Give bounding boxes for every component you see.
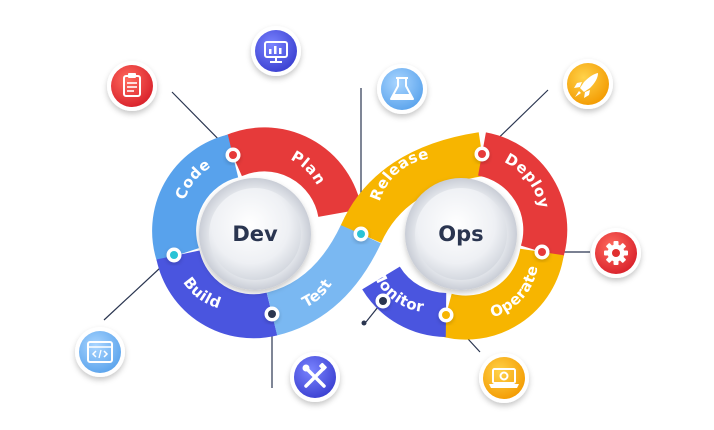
segment-operate xyxy=(440,247,564,340)
gear-icon xyxy=(591,228,641,278)
flask-icon xyxy=(377,64,427,114)
segment-build xyxy=(156,249,278,339)
monitor-chart-icon xyxy=(251,26,301,76)
clipboard-icon xyxy=(107,61,157,111)
rocket-icon xyxy=(563,59,613,109)
infinity-loop xyxy=(152,127,568,340)
segment-code xyxy=(152,134,240,262)
hub-label-ops: Ops xyxy=(438,222,483,246)
tools-icon xyxy=(290,352,340,402)
segment-deploy xyxy=(477,132,568,259)
connector-dots xyxy=(166,146,550,326)
segment-monitor xyxy=(362,265,448,337)
segment-release xyxy=(340,132,486,244)
hub-dev: Dev xyxy=(199,178,311,290)
segment-test xyxy=(266,224,381,336)
laptop-gear-icon xyxy=(479,353,529,403)
code-document-icon xyxy=(75,327,125,377)
segment-plan xyxy=(224,127,362,218)
hub-label-dev: Dev xyxy=(232,222,278,246)
hub-ops: Ops xyxy=(405,178,517,290)
